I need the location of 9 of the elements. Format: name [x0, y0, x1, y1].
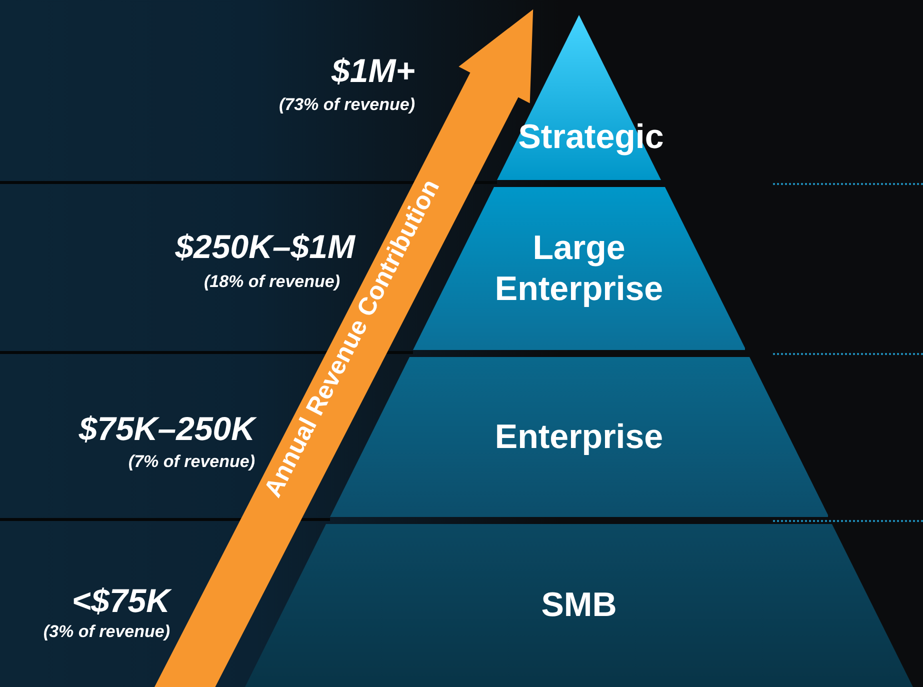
revenue-share: (18% of revenue) [204, 272, 340, 292]
revenue-share: (7% of revenue) [128, 452, 255, 472]
revenue-range: $1M+ [332, 52, 415, 90]
revenue-share: (73% of revenue) [278, 95, 415, 115]
revenue-range: $75K–250K [78, 410, 255, 448]
revenue-range: $250K–$1M [175, 228, 355, 266]
revenue-range: <$75K [72, 582, 170, 620]
pyramid-tier: SMB [245, 524, 913, 687]
revenue-share: (3% of revenue) [43, 622, 170, 642]
